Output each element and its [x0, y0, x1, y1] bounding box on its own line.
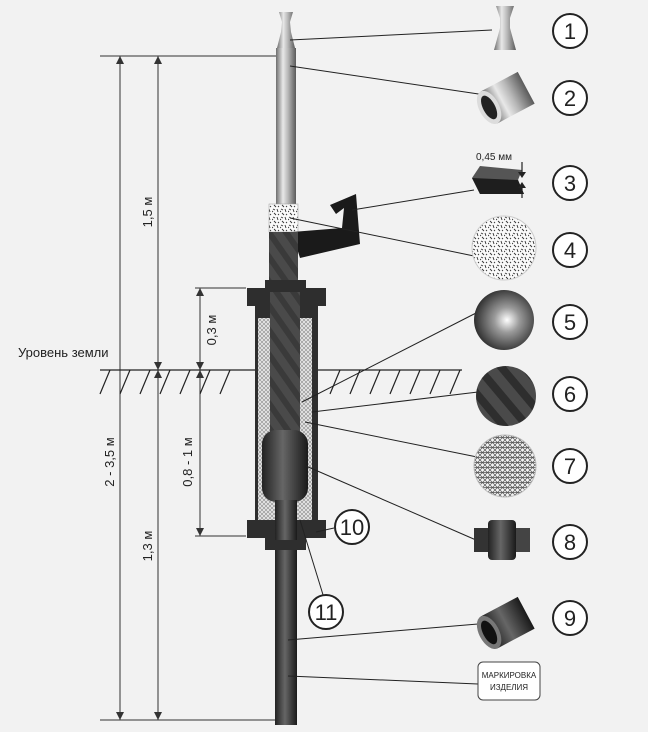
svg-text:4: 4 [564, 238, 576, 263]
hatched-detail-icon [476, 366, 536, 426]
svg-text:10: 10 [340, 515, 364, 540]
callout-10: 10 [334, 509, 370, 545]
tape-detail-icon: 0,45 мм [472, 152, 526, 198]
svg-text:7: 7 [564, 454, 576, 479]
callout-3: 3 [552, 165, 588, 201]
rod-tip [277, 12, 295, 48]
svg-text:8: 8 [564, 530, 576, 555]
callout-2: 2 [552, 80, 588, 116]
callout-5: 5 [552, 304, 588, 340]
leader-lines [287, 29, 493, 685]
marking-label: МАРКИРОВКА ИЗДЕЛИЯ [477, 661, 541, 701]
filler-band [268, 203, 299, 233]
svg-text:6: 6 [564, 382, 576, 407]
dark-tube-detail-icon [476, 596, 535, 650]
steel-detail-icon [474, 290, 534, 350]
mesh-detail-icon [473, 434, 537, 498]
upper-rod [276, 48, 296, 204]
callout-1: 1 [552, 13, 588, 49]
dimension-lines [100, 55, 290, 721]
tube-detail-icon [476, 71, 535, 125]
svg-text:3: 3 [564, 171, 576, 196]
callout-8: 8 [552, 524, 588, 560]
filler-detail-icon [471, 215, 537, 281]
svg-text:МАРКИРОВКА: МАРКИРОВКА [482, 671, 537, 680]
callout-9: 9 [552, 600, 588, 636]
coupling [262, 430, 308, 502]
callout-11: 11 [308, 594, 344, 630]
svg-text:1: 1 [564, 19, 576, 44]
svg-text:ИЗДЕЛИЯ: ИЗДЕЛИЯ [490, 683, 528, 692]
dim-cap-height: 0,3 м [204, 315, 219, 346]
coupling-detail-icon [474, 520, 530, 560]
dim-body-height: 0,8 - 1 м [180, 437, 195, 486]
svg-text:5: 5 [564, 310, 576, 335]
dim-lower-length: 1,3 м [140, 531, 155, 562]
svg-text:11: 11 [315, 600, 338, 625]
dimension-arrows [116, 56, 204, 720]
callout-6: 6 [552, 376, 588, 412]
dim-total-depth: 2 - 3,5 м [102, 437, 117, 486]
svg-text:9: 9 [564, 606, 576, 631]
callout-7: 7 [552, 448, 588, 484]
svg-text:2: 2 [564, 86, 576, 111]
inner-rod [270, 292, 300, 432]
dim-upper-length: 1,5 м [140, 197, 155, 228]
tape-thickness-label: 0,45 мм [476, 152, 512, 163]
tape-strip [292, 194, 360, 258]
ground-level-label: Уровень земли [18, 345, 109, 360]
tip-detail-icon [494, 6, 516, 50]
rod-assembly [247, 12, 360, 725]
lower-rod [275, 500, 297, 725]
callout-4: 4 [552, 232, 588, 268]
